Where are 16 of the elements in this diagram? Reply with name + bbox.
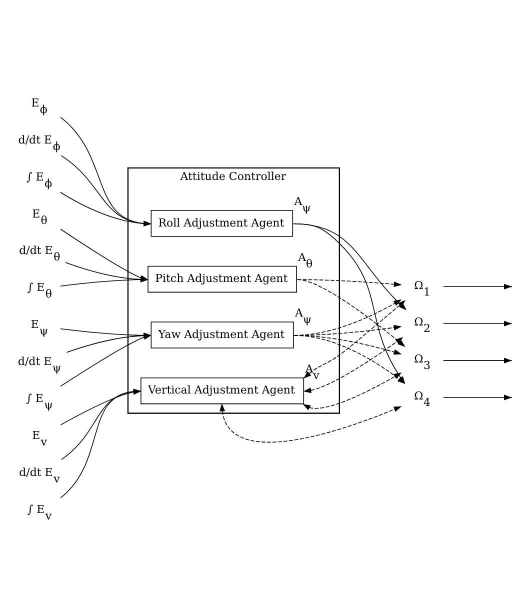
node-box: Roll Adjustment Agent <box>150 210 294 236</box>
arrow <box>60 154 152 226</box>
arrow <box>60 116 152 226</box>
arrow <box>66 332 152 352</box>
arrow <box>60 276 148 286</box>
node-box: Pitch Adjustment Agent <box>148 265 297 292</box>
node-box: Vertical Adjustment Agent <box>140 376 304 404</box>
arrow <box>60 328 152 338</box>
arrow <box>220 402 402 442</box>
arrow <box>60 191 152 226</box>
arrow <box>303 336 404 393</box>
node-box: Yaw Adjustment Agent <box>150 321 294 348</box>
arrow <box>60 334 152 386</box>
arrow <box>296 278 406 347</box>
arrow <box>296 278 402 286</box>
arrow <box>302 372 402 410</box>
